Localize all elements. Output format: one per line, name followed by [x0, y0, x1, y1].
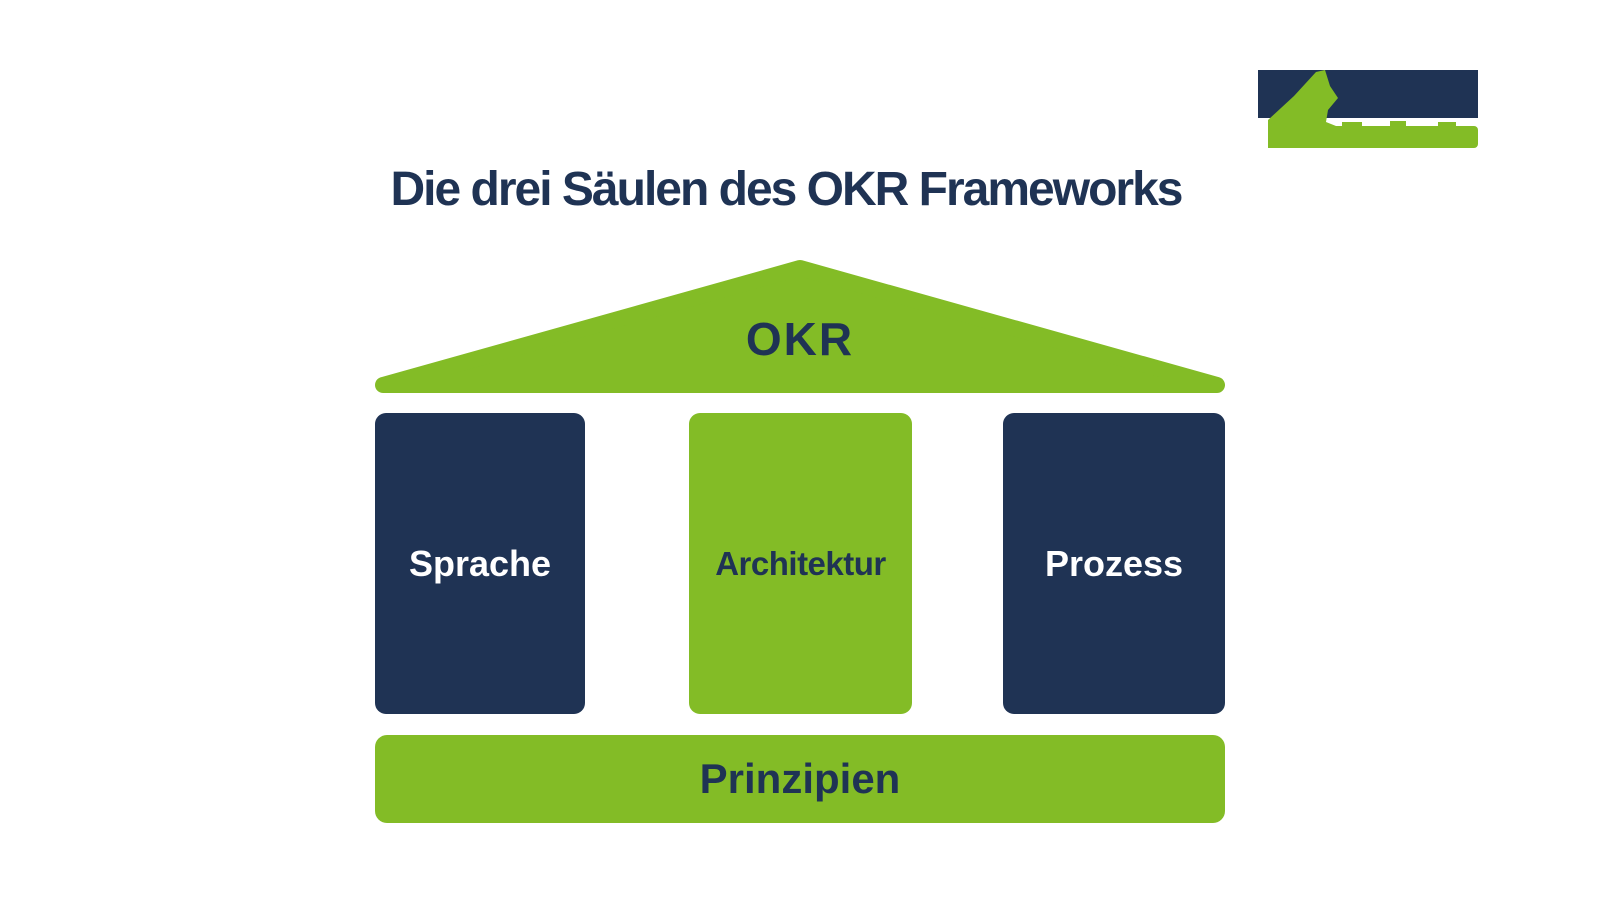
- pillar-architektur-label: Architektur: [715, 544, 886, 582]
- page-title: Die drei Säulen des OKR Frameworks: [390, 163, 1184, 216]
- pillar-prozess: Prozess: [1003, 413, 1225, 714]
- pillar-prozess-label: Prozess: [1044, 542, 1184, 584]
- base-bar-prinzipien: Prinzipien: [375, 735, 1225, 823]
- pillar-architektur: Architektur: [689, 413, 912, 714]
- roof-label: OKR: [745, 313, 855, 365]
- base-bar-label: Prinzipien: [699, 755, 901, 802]
- company-logo-icon: [1258, 70, 1478, 148]
- company-logo: [1238, 68, 1478, 148]
- pillar-sprache-label: Sprache: [408, 542, 552, 584]
- pillar-sprache: Sprache: [375, 413, 585, 714]
- logo-wordmark-band: [1284, 126, 1478, 148]
- roof-triangle: [375, 260, 1225, 393]
